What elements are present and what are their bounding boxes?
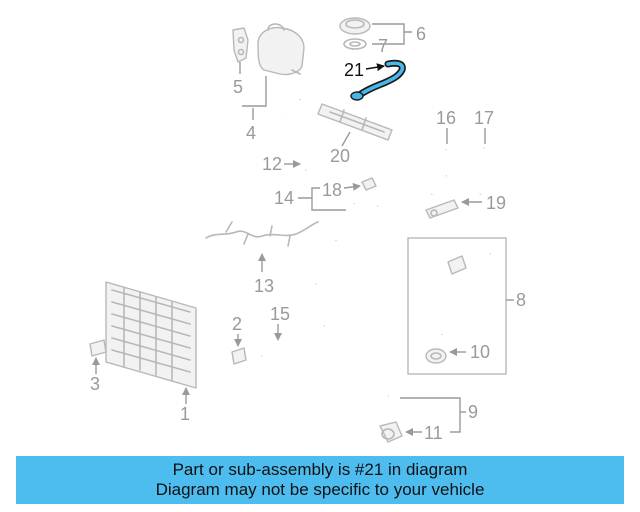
part-5-bracket xyxy=(232,27,249,63)
part-14-hose xyxy=(334,203,356,241)
callout-2: 2 xyxy=(232,314,242,334)
callout-20: 20 xyxy=(330,146,350,166)
part-15-pipe xyxy=(261,324,325,358)
part-3-mount xyxy=(89,339,107,357)
callout-3: 3 xyxy=(90,374,100,394)
part-12-hose xyxy=(274,99,309,171)
leader-6 xyxy=(372,23,405,32)
part-7-seal xyxy=(343,38,367,50)
callout-18: 18 xyxy=(322,180,342,200)
part-21-hose xyxy=(350,59,406,101)
part-lower-hose xyxy=(313,277,389,400)
part-13-harness xyxy=(205,221,319,247)
callout-1: 1 xyxy=(180,404,190,424)
leader-21 xyxy=(365,63,385,72)
part-17-hose xyxy=(476,147,492,195)
subassembly-8-box xyxy=(407,237,507,375)
leader-7 xyxy=(372,31,412,45)
part-11-flange xyxy=(379,421,403,443)
part-pipe-assembly xyxy=(377,174,447,207)
info-banner: Part or sub-assembly is #21 in diagram D… xyxy=(16,456,624,504)
part-6-cap xyxy=(339,17,371,35)
part-10-seal xyxy=(425,348,447,364)
part-expansion-tank xyxy=(257,23,305,76)
part-1-radiator xyxy=(105,281,197,389)
part-2-bracket xyxy=(231,347,247,365)
leader-4 xyxy=(242,76,267,107)
part-20-carrier xyxy=(317,103,393,141)
callout-6: 6 xyxy=(416,24,426,44)
callout-15: 15 xyxy=(270,304,290,324)
banner-line-2: Diagram may not be specific to your vehi… xyxy=(155,480,485,499)
leader-18 xyxy=(343,182,361,191)
leader-14 xyxy=(298,187,346,211)
callout-12: 12 xyxy=(262,154,282,174)
banner-line-1: Part or sub-assembly is #21 in diagram xyxy=(172,460,468,479)
callout-19: 19 xyxy=(486,193,506,213)
callout-14: 14 xyxy=(274,188,294,208)
callout-10: 10 xyxy=(470,342,490,362)
callout-7: 7 xyxy=(378,36,388,56)
part-16-pipe xyxy=(431,149,454,195)
callout-4: 4 xyxy=(246,123,256,143)
callout-16: 16 xyxy=(436,108,456,128)
callout-5: 5 xyxy=(233,77,243,97)
callout-11: 11 xyxy=(424,423,443,443)
leader-9 xyxy=(400,397,461,433)
callout-21: 21 xyxy=(344,60,364,80)
callout-17: 17 xyxy=(474,108,494,128)
part-8-hose xyxy=(423,252,491,335)
callout-9: 9 xyxy=(468,402,478,422)
callout-13: 13 xyxy=(254,276,274,296)
part-19-sensor xyxy=(425,199,459,219)
part-18-clamp xyxy=(361,177,377,191)
callout-8: 8 xyxy=(516,290,526,310)
leader-20 xyxy=(341,131,351,147)
